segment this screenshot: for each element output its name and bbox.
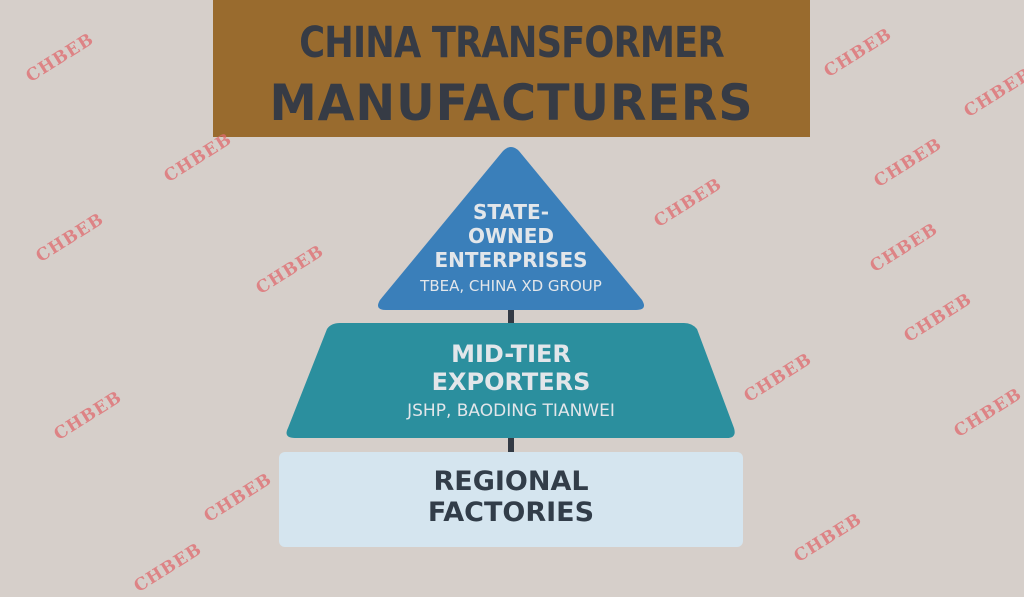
tier-2-heading-line: MID-TIER — [451, 340, 571, 368]
pyramid-diagram — [279, 147, 743, 547]
tier-3-rect — [279, 452, 743, 547]
tier-2-heading-line: EXPORTERS — [431, 368, 591, 396]
connector-top — [508, 305, 514, 327]
tier-3-heading-line: FACTORIES — [427, 497, 595, 528]
title-banner: CHINA TRANSFORMER MANUFACTURERS — [213, 0, 810, 137]
tier-1-heading: STATE- OWNED ENTERPRISES — [411, 200, 611, 272]
title-line-2: MANUFACTURERS — [269, 74, 754, 132]
tier-2-heading: MID-TIER EXPORTERS — [361, 340, 661, 396]
tier-1-heading-line: ENTERPRISES — [434, 248, 588, 272]
tier-1-heading-line: OWNED — [467, 224, 555, 248]
tier-1-triangle — [378, 147, 644, 310]
title-line-1: CHINA TRANSFORMER — [299, 18, 724, 68]
tier-3-heading-line: REGIONAL — [433, 466, 589, 497]
tier-2-examples: JSHP, BAODING TIANWEI — [407, 401, 615, 421]
tier-2-trapezoid — [286, 323, 735, 438]
connector-bottom — [508, 434, 514, 456]
tier-1-heading-line: STATE- — [472, 200, 550, 224]
tier-3-heading: REGIONAL FACTORIES — [361, 466, 661, 528]
tier-1-examples: TBEA, CHINA XD GROUP — [420, 277, 602, 295]
